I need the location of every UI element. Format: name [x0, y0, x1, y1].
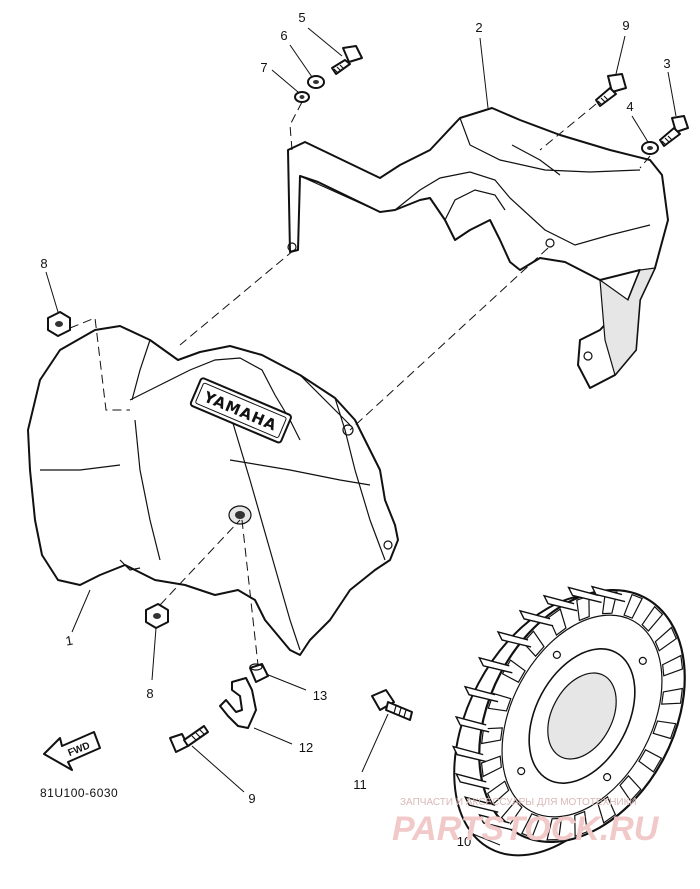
main-cover-part-1: YAMAHA	[27, 325, 399, 656]
fan-fin	[463, 685, 499, 703]
fan-window	[597, 796, 617, 824]
fan-window	[619, 774, 642, 802]
flywheel-bolt-hole	[552, 650, 561, 659]
fan-fin	[542, 594, 578, 612]
fan-fin	[454, 715, 490, 733]
upper-shroud-part-2	[287, 107, 669, 389]
callout-3: 3	[663, 56, 670, 71]
callout-6: 6	[280, 28, 287, 43]
fan-fin	[454, 772, 490, 790]
leader-lines	[45, 27, 677, 846]
callout-1: 1	[64, 633, 74, 649]
fan-window	[652, 720, 677, 740]
fan-fin	[477, 656, 513, 674]
washer-part-7	[294, 91, 310, 103]
fan-fin	[496, 630, 532, 648]
fan-window	[661, 687, 684, 705]
diagram-code: 81U100-6030	[40, 786, 118, 800]
callout-labels: 5 6 7 2 9 3 4 8 1 8 13 12 9 11 10	[40, 10, 670, 849]
fan-fin	[478, 813, 513, 831]
fan-fin	[451, 745, 487, 763]
callout-10: 10	[457, 834, 471, 849]
clip-part-12	[219, 677, 257, 729]
callout-9-lower: 9	[248, 791, 255, 806]
flywheel-bolt-hole	[638, 656, 647, 665]
fan-window	[486, 780, 510, 806]
fan-window	[641, 605, 664, 632]
fan-window	[623, 593, 643, 619]
collar-part-13	[249, 663, 269, 683]
washer-part-4	[641, 141, 659, 155]
fan-window	[574, 810, 588, 838]
nut-part-8-lower	[145, 603, 169, 629]
fan-window	[480, 755, 502, 778]
flywheel-bolt-hole	[517, 767, 526, 776]
fan-window	[521, 813, 541, 839]
bolt-part-9-upper	[595, 73, 627, 107]
bolt-part-9-lower	[169, 725, 209, 753]
assembly-lines	[69, 101, 651, 666]
fan-window	[662, 654, 684, 677]
bolt-part-11	[371, 689, 413, 721]
callout-4: 4	[626, 99, 633, 114]
fan-window	[500, 800, 523, 827]
callout-9-upper: 9	[622, 18, 629, 33]
flywheel-bolt-hole	[603, 773, 612, 782]
watermark-logo: PARTSTOCK.RU	[392, 810, 660, 848]
callout-8-upper: 8	[40, 256, 47, 271]
bolt-part-5	[331, 45, 363, 75]
fan-window	[522, 630, 545, 658]
fwd-arrow-icon: FWD	[43, 731, 101, 771]
nut-part-8-upper	[47, 311, 71, 337]
washer-part-6	[307, 75, 325, 89]
bolt-part-3	[659, 115, 689, 147]
callout-2: 2	[475, 20, 482, 35]
fan-window	[546, 817, 563, 841]
fan-fin	[463, 796, 499, 813]
fan-window	[638, 749, 663, 773]
callout-13: 13	[313, 688, 327, 703]
callout-12: 12	[299, 740, 313, 755]
flywheel-fan-part-10	[451, 585, 686, 857]
callout-5: 5	[298, 10, 305, 25]
callout-8-lower: 8	[146, 686, 153, 701]
callout-7: 7	[260, 60, 267, 75]
watermark: ЗАПЧАСТИ И АКСЕССУАРЫ ДЛЯ МОТОТЕХНИКИ PA…	[392, 797, 660, 848]
fan-window	[654, 626, 678, 652]
fan-fin	[567, 586, 602, 604]
fan-fin	[518, 609, 554, 627]
callout-11: 11	[353, 777, 367, 792]
watermark-tagline: ЗАПЧАСТИ И АКСЕССУАРЫ ДЛЯ МОТОТЕХНИКИ	[400, 797, 637, 808]
fan-fin	[590, 585, 626, 603]
